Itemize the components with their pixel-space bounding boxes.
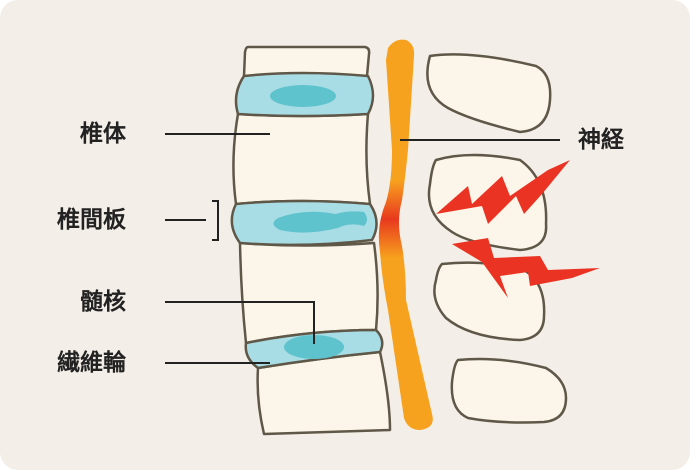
nucleus-3 (284, 335, 344, 359)
leader-line-nucleus (165, 301, 315, 344)
posterior-bone-4 (450, 357, 568, 424)
label-nerve: 神経 (578, 127, 624, 153)
vertebra-1 (242, 45, 371, 78)
nucleus-2 (273, 211, 367, 233)
label-intervertebral-disc: 椎間板 (57, 207, 126, 233)
disc-bracket (212, 200, 219, 241)
pain-bolt-2-icon (452, 238, 600, 298)
nerve-cord (378, 39, 433, 431)
posterior-bone-3 (433, 261, 546, 342)
label-vertebral-body: 椎体 (80, 121, 126, 147)
vertebra-2 (232, 112, 372, 206)
label-annulus-fibrosus: 繊維輪 (57, 350, 126, 376)
nucleus-1 (270, 85, 336, 107)
pain-bolt-1-icon (436, 160, 570, 224)
label-nucleus-pulposus: 髄核 (80, 289, 126, 315)
posterior-bone-1 (426, 53, 552, 134)
vertebra-3 (238, 241, 379, 345)
